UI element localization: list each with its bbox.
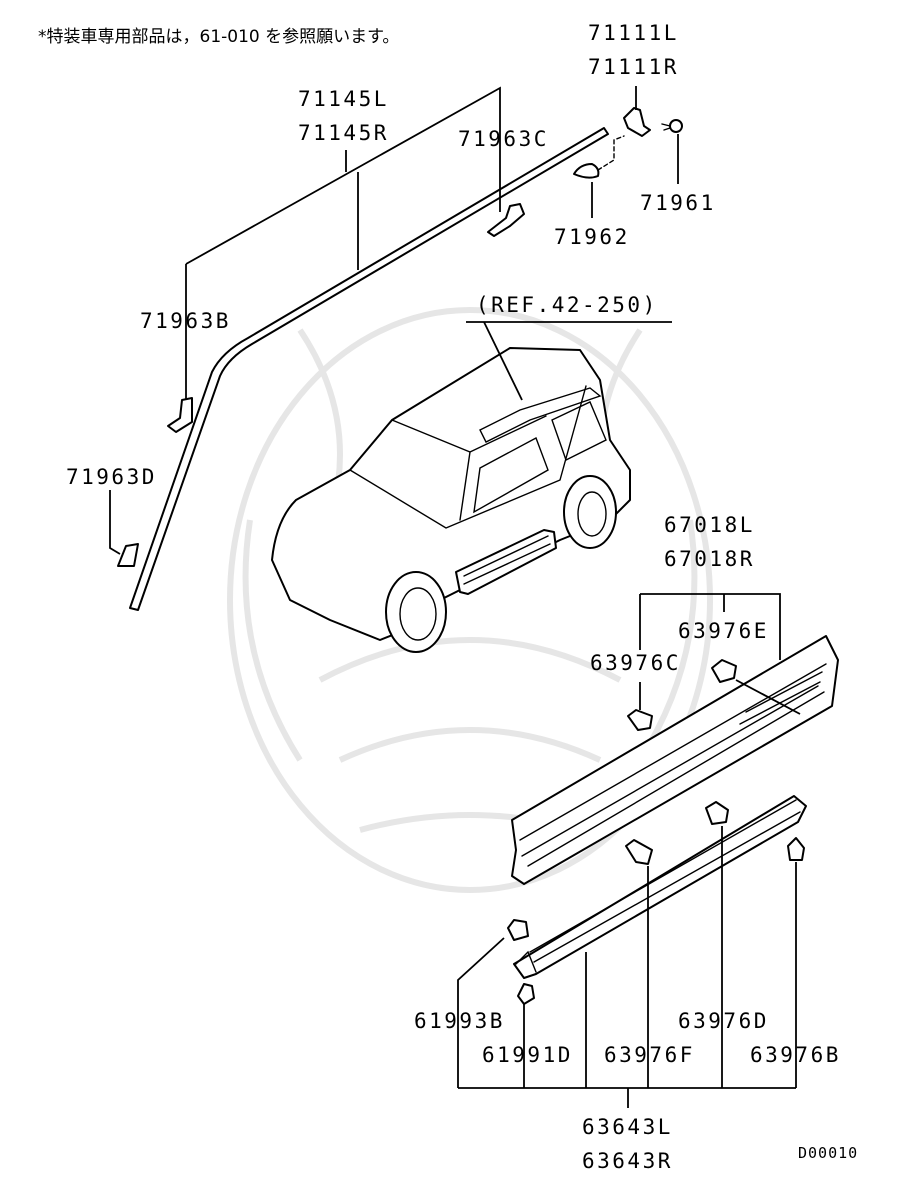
label-63976e: 63976E <box>678 619 769 643</box>
header-note: *特装車専用部品は，61-010 を参照願います。 <box>38 27 399 47</box>
label-63976d: 63976D <box>678 1009 769 1033</box>
sill-moulding-63643-part <box>513 795 807 979</box>
fastener-63976d-part <box>705 801 729 825</box>
screw-71961-part <box>661 119 683 133</box>
fastener-63976c-part <box>627 709 653 731</box>
label-63643l: 63643L <box>582 1115 673 1139</box>
grommet-71962-part <box>573 135 625 179</box>
label-71961: 71961 <box>640 191 716 215</box>
diagram-code: D00010 <box>798 1144 858 1162</box>
leader-lines <box>109 86 801 1108</box>
fastener-63976e-part <box>711 659 737 683</box>
roof-moulding-part <box>129 127 609 611</box>
ref-label: (REF.42-250) <box>476 293 658 317</box>
screw-61991d-part <box>517 983 535 1005</box>
label-71962: 71962 <box>554 225 630 249</box>
end-cap-71111-part <box>623 107 651 137</box>
label-71963d: 71963D <box>66 465 157 489</box>
label-71963b: 71963B <box>140 309 231 333</box>
clip-71963b-part <box>167 397 193 433</box>
label-67018l: 67018L <box>664 513 755 537</box>
label-71111r: 71111R <box>588 55 679 79</box>
label-71111l: 71111L <box>588 21 679 45</box>
side-moulding-67018-part <box>511 635 839 885</box>
label-71145r: 71145R <box>298 121 389 145</box>
label-63976f: 63976F <box>604 1043 695 1067</box>
label-63976b: 63976B <box>750 1043 841 1067</box>
label-71963c: 71963C <box>458 127 549 151</box>
label-63643r: 63643R <box>582 1149 673 1173</box>
vehicle-illustration <box>271 347 631 653</box>
clip-71963c-part <box>487 203 525 237</box>
label-71145l: 71145L <box>298 87 389 111</box>
fastener-63976f-part <box>625 839 653 865</box>
label-61993b: 61993B <box>414 1009 505 1033</box>
fastener-61993b-part <box>507 919 529 941</box>
label-61991d: 61991D <box>482 1043 573 1067</box>
clip-71963d-part <box>117 543 139 567</box>
fastener-63976b-part <box>787 837 805 861</box>
label-67018r: 67018R <box>664 547 755 571</box>
label-63976c: 63976C <box>590 651 681 675</box>
